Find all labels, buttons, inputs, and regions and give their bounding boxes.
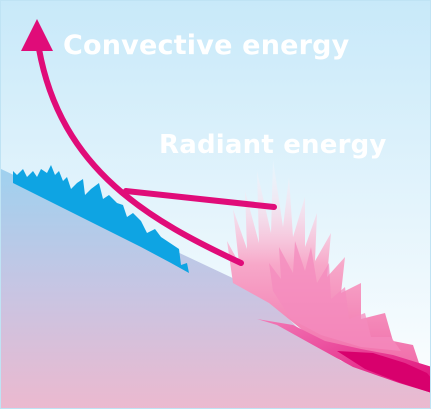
flame-front (227, 159, 430, 393)
radiant-energy-arrow (123, 188, 277, 210)
convective-energy-label: Convective energy (63, 30, 350, 61)
unburned-fuel (13, 165, 189, 273)
convective-energy-arrow (21, 19, 244, 266)
radiant-energy-label: Radiant energy (159, 130, 387, 160)
